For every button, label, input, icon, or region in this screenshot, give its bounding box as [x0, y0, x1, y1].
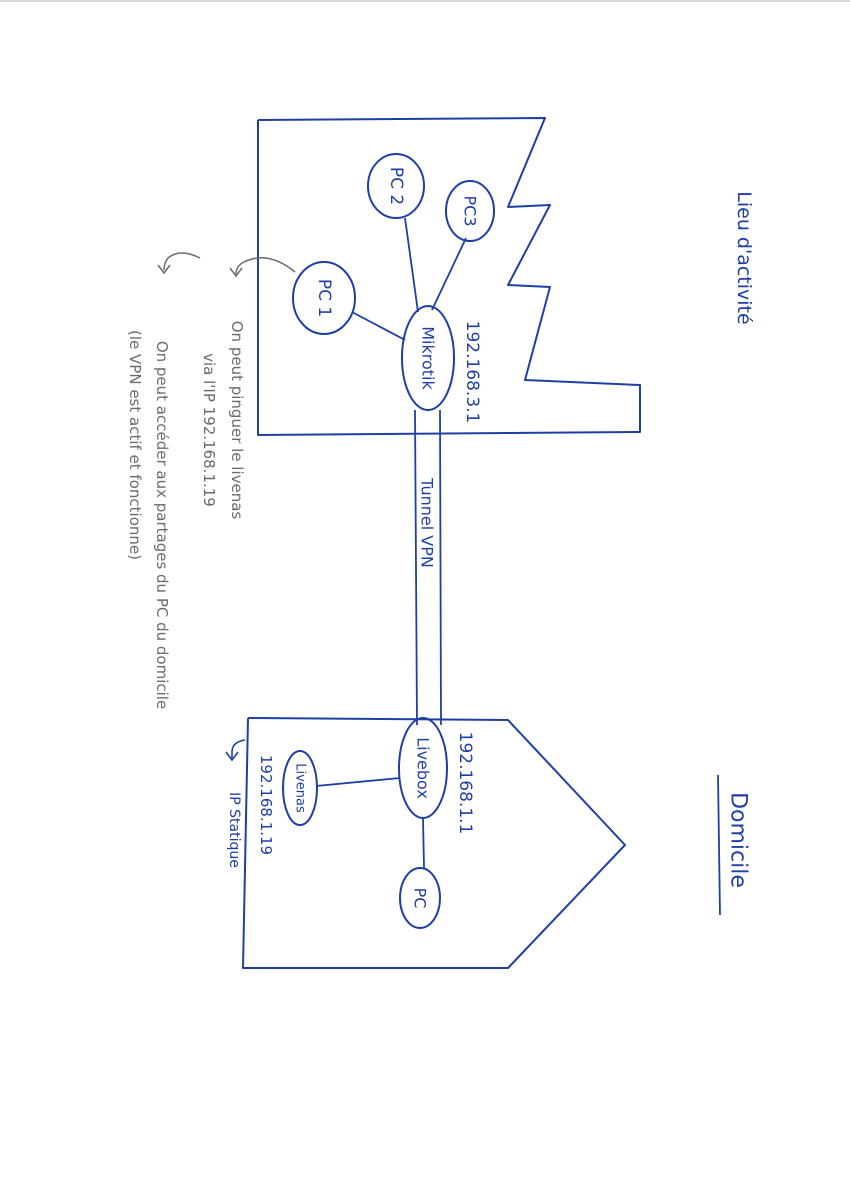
- mikrotik-node: Mikrotik: [401, 305, 455, 411]
- livenas-node: Livenas: [282, 750, 318, 826]
- link-pc3-mikrotik: [431, 237, 467, 311]
- home-pc-label: PC: [411, 888, 430, 909]
- note-access-line2: (le VPN est actif et fonctionne): [126, 330, 144, 560]
- pc3-node: PC3: [445, 180, 495, 242]
- note-ping-line1: On peut pinguer le livenas: [228, 321, 246, 520]
- pc2-label: PC 2: [386, 167, 406, 205]
- static-ip-arrow: [231, 739, 246, 758]
- link-pc1-mikrotik: [351, 311, 406, 341]
- livenas-label: Livenas: [293, 763, 308, 813]
- home-title-underline: [717, 774, 721, 916]
- home-title: Domicile: [726, 792, 751, 888]
- home-building-outline: [242, 717, 626, 969]
- workplace-building-outline: [257, 117, 641, 436]
- link-pc2-mikrotik: [404, 217, 419, 313]
- workplace-title: Lieu d'activité: [733, 191, 755, 324]
- mikrotik-label: Mikrotik: [419, 326, 438, 390]
- static-ip-arrowhead: [225, 751, 239, 762]
- home-pc-node: PC: [399, 867, 441, 929]
- vpn-tunnel-wall-left: [414, 409, 418, 726]
- static-ip-note: IP Statique: [226, 792, 242, 868]
- pc2-node: PC 2: [367, 153, 425, 219]
- note-ping-line2: via l'IP 192.168.1.19: [200, 353, 218, 507]
- link-livenas-livebox: [315, 777, 401, 787]
- pc3-label: PC3: [461, 196, 480, 227]
- pc1-label: PC 1: [314, 279, 334, 317]
- livenas-ip: 192.168.1.19: [257, 755, 275, 855]
- link-livebox-pc: [422, 817, 425, 869]
- note-access-arrowhead: [157, 264, 171, 275]
- livebox-ip: 192.168.1.1: [455, 732, 475, 835]
- livebox-label: Livebox: [414, 737, 433, 799]
- scan-edge: [0, 0, 850, 2]
- vpn-tunnel-wall-right: [439, 409, 442, 726]
- mikrotik-ip: 192.168.3.1: [462, 321, 482, 424]
- note-ping-arrowhead: [229, 267, 243, 278]
- note-ping-connector: [235, 257, 296, 275]
- note-access-connector: [163, 252, 201, 271]
- vpn-tunnel-label: Tunnel VPN: [418, 477, 437, 568]
- note-access-line1: On peut accéder aux partages du PC du do…: [153, 341, 171, 709]
- pc1-node: PC 1: [292, 261, 356, 335]
- livebox-node: Livebox: [398, 717, 448, 819]
